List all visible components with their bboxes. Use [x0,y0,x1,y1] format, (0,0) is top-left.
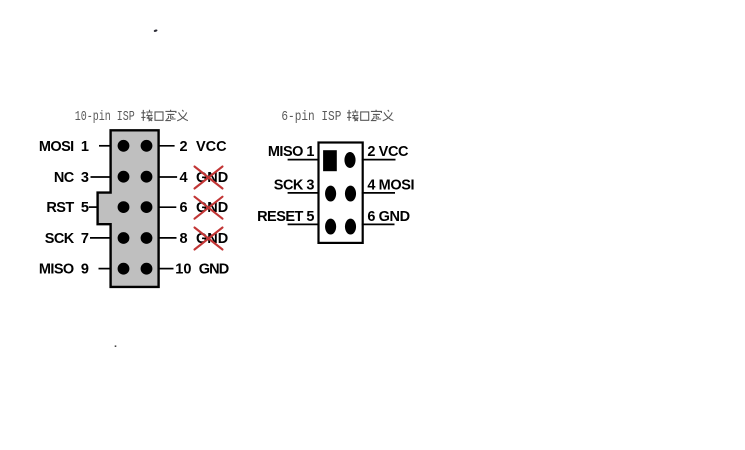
svg-text:NC: NC [54,170,75,186]
svg-text:MISO 1: MISO 1 [268,144,315,160]
svg-text:6: 6 [180,200,188,216]
svg-text:6 GND: 6 GND [367,209,409,225]
svg-text:SCK 3: SCK 3 [274,177,315,193]
svg-text:8: 8 [180,231,188,247]
svg-text:3: 3 [81,170,89,186]
svg-text:SCK: SCK [45,231,75,247]
svg-text:9: 9 [81,262,89,278]
svg-text:VCC: VCC [196,139,227,155]
svg-text:5: 5 [81,200,89,216]
svg-text:MISO: MISO [39,262,74,278]
svg-text:6-pin ISP: 6-pin ISP [281,109,341,125]
svg-text:1: 1 [81,139,89,155]
svg-text:2 VCC: 2 VCC [367,144,409,160]
svg-text:2: 2 [180,139,188,155]
svg-text:RESET 5: RESET 5 [257,209,314,225]
svg-text:RST: RST [46,200,74,216]
svg-text:10: 10 [175,262,191,278]
svg-text:4 MOSI: 4 MOSI [367,177,414,193]
svg-text:MOSI: MOSI [39,139,74,155]
svg-text:GND: GND [199,262,229,278]
svg-text:7: 7 [81,231,89,247]
svg-text:10-pin ISP: 10-pin ISP [75,109,135,125]
svg-text:4: 4 [180,170,188,186]
